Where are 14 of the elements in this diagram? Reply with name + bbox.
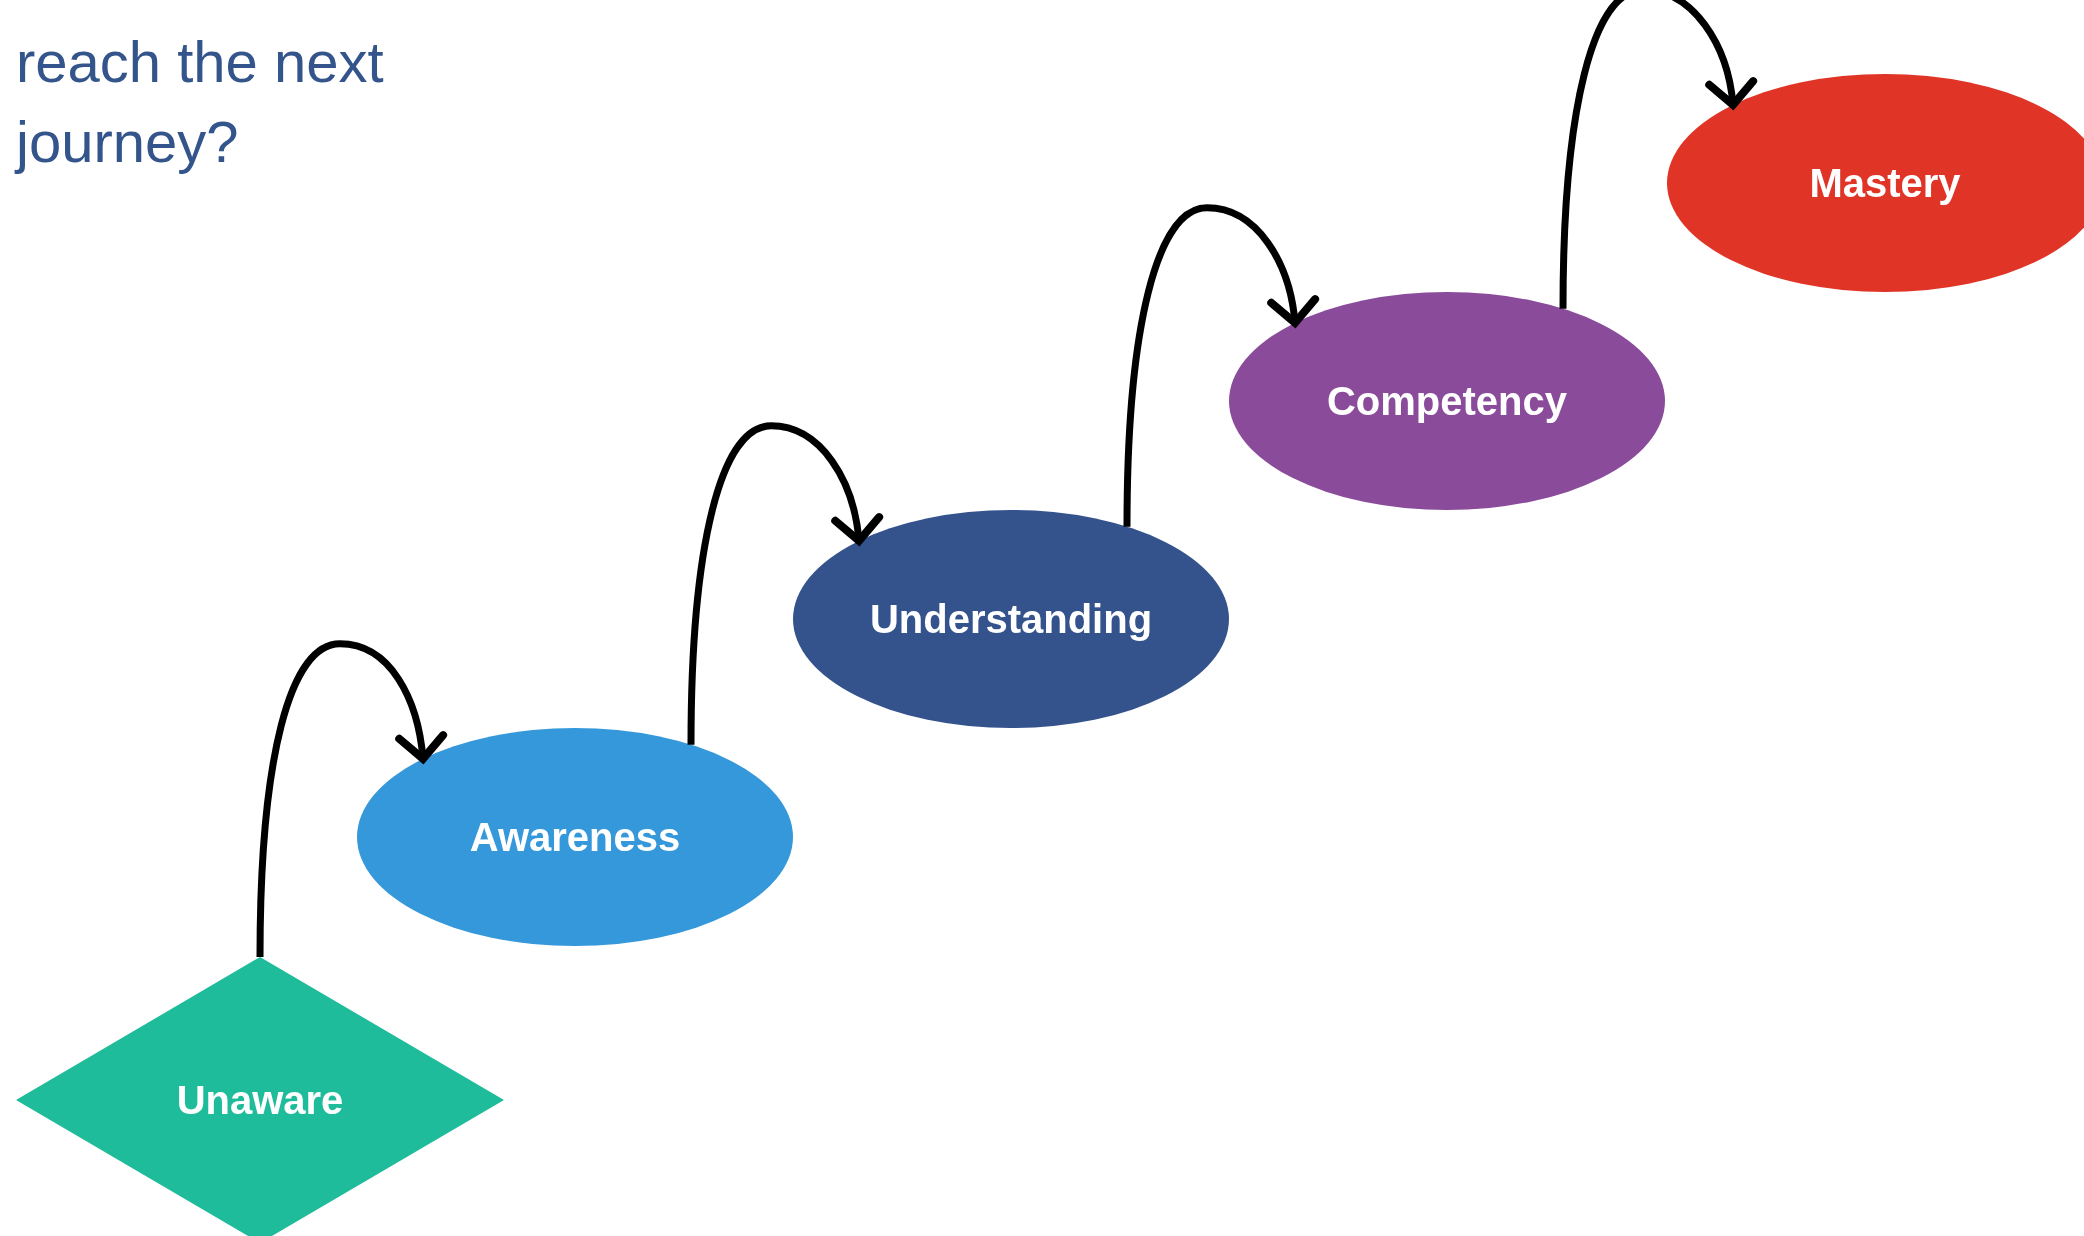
stage-ellipse (1229, 292, 1665, 510)
stage-ellipse (793, 510, 1229, 728)
stage-label: Awareness (469, 814, 681, 861)
stage-diamond (16, 957, 504, 1236)
stage-label: Mastery (1809, 160, 1961, 207)
stage-label: Unaware (176, 1077, 344, 1124)
stage-label: Competency (1326, 378, 1568, 425)
curved-arrow (687, 422, 883, 745)
title: reach the next journey? (16, 28, 385, 176)
curved-arrow (1559, 0, 1757, 309)
stage-ellipse (357, 728, 793, 946)
curved-arrow (1123, 204, 1319, 527)
curved-arrow (256, 640, 447, 958)
stage-label: Understanding (869, 596, 1153, 643)
